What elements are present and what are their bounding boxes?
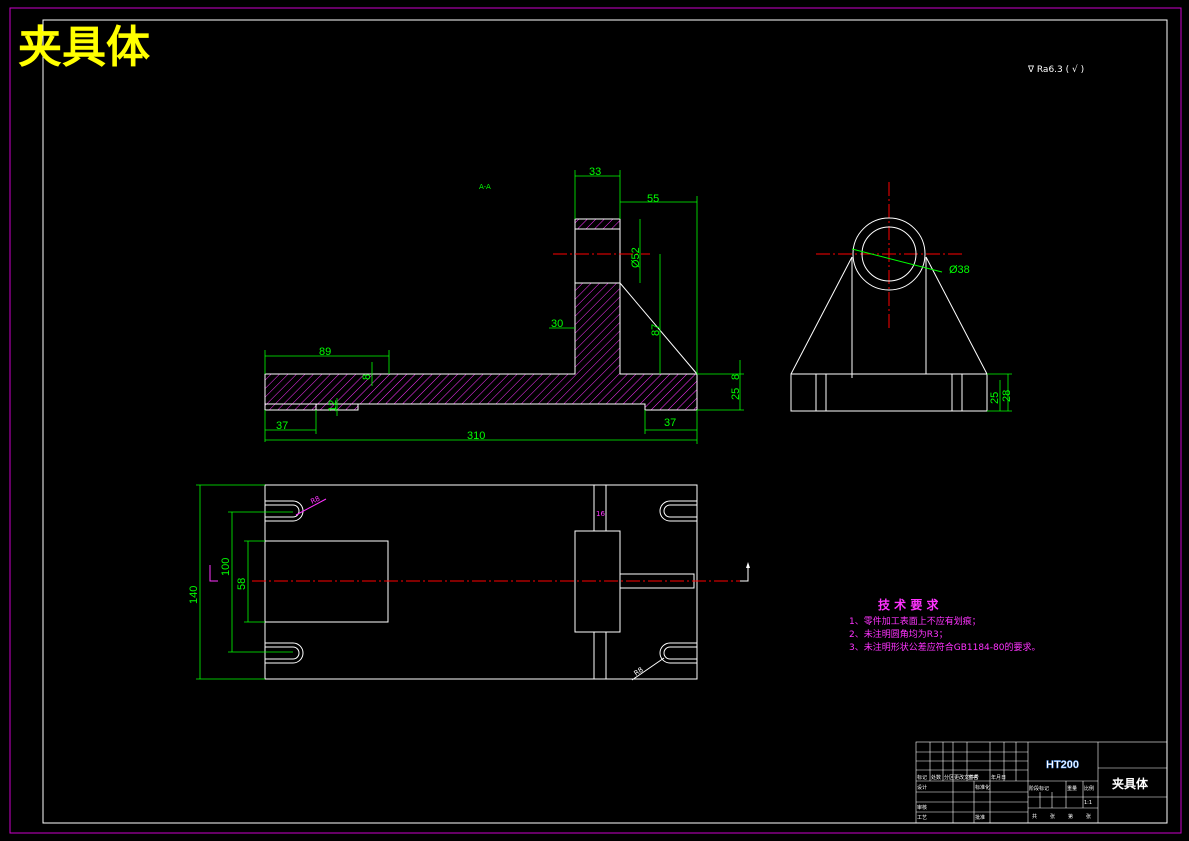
tech-requirements: 技 术 要 求 1、零件加工表面上不应有划痕； 2、未注明圆角均为R3； 3、未… xyxy=(849,597,1040,653)
dim-100: 100 xyxy=(220,558,232,576)
front-view: 33 55 Ø52 30 87 89 8 12 37 310 37 8 25 xyxy=(264,166,744,444)
dim-37-left: 37 xyxy=(276,420,288,432)
dim-37-right: 37 xyxy=(664,417,676,429)
title-block xyxy=(915,741,1168,824)
svg-text:工艺: 工艺 xyxy=(917,815,927,821)
svg-text:张: 张 xyxy=(1050,813,1055,820)
svg-text:签名: 签名 xyxy=(968,774,978,781)
dim-55: 55 xyxy=(647,193,659,205)
svg-text:比例: 比例 xyxy=(1084,785,1094,792)
dim-310: 310 xyxy=(467,430,485,442)
svg-text:标准化: 标准化 xyxy=(975,784,990,791)
svg-text:1:1: 1:1 xyxy=(1084,800,1092,806)
svg-text:第: 第 xyxy=(1068,813,1073,820)
svg-text:阶段标记: 阶段标记 xyxy=(1029,785,1049,792)
svg-text:分区: 分区 xyxy=(944,774,954,781)
title-block-labels: 标记 处数 分区 更改文件号 签名 年月日 设计 标准化 审核 工艺 批准 阶段… xyxy=(917,774,1094,821)
drawing-title: 夹具体 xyxy=(18,22,150,73)
dim-140: 140 xyxy=(188,586,200,604)
svg-text:批准: 批准 xyxy=(975,814,985,821)
svg-text:共: 共 xyxy=(1032,813,1037,820)
svg-text:重量: 重量 xyxy=(1067,785,1077,792)
svg-text:处数: 处数 xyxy=(931,774,941,781)
dim-25-side: 25 xyxy=(989,392,1001,404)
inner-frame xyxy=(42,19,1168,824)
dim-89: 89 xyxy=(319,346,331,358)
tech-req-heading: 技 术 要 求 xyxy=(878,597,940,612)
svg-text:设计: 设计 xyxy=(917,784,927,791)
material-text: HT200 xyxy=(1046,759,1079,771)
dim-8-right: 8 xyxy=(730,374,742,380)
dim-28: 28 xyxy=(1001,390,1013,402)
tech-req-item-3: 3、未注明形状公差应符合GB1184-80的要求。 xyxy=(849,641,1040,653)
roughness-note: ∇ Ra6.3 ( √ ) xyxy=(1027,64,1084,75)
dim-r8-top: R8 xyxy=(309,495,321,506)
dim-30: 30 xyxy=(551,318,563,330)
dim-58: 58 xyxy=(236,578,248,590)
dim-phi38: Ø38 xyxy=(949,264,970,276)
dim-r8-bottom: R8 xyxy=(633,666,645,678)
dim-phi52: Ø52 xyxy=(630,247,642,268)
svg-text:标记: 标记 xyxy=(917,774,927,781)
plan-view: 140 100 58 R8 R8 16 xyxy=(188,484,750,681)
tech-req-item-2: 2、未注明圆角均为R3； xyxy=(849,628,948,640)
dim-8-left: 8 xyxy=(361,374,373,380)
svg-text:审核: 审核 xyxy=(917,804,927,811)
side-view: Ø38 25 28 xyxy=(790,182,1013,412)
svg-text:张: 张 xyxy=(1086,813,1091,820)
dim-16: 16 xyxy=(596,510,605,518)
part-name-text: 夹具体 xyxy=(1112,776,1149,791)
dim-25: 25 xyxy=(730,388,742,400)
outer-frame xyxy=(9,7,1182,834)
svg-text:年月日: 年月日 xyxy=(991,774,1006,781)
svg-text:更改文件号: 更改文件号 xyxy=(954,774,979,781)
section-label: A-A xyxy=(479,183,491,191)
dim-12: 12 xyxy=(327,400,339,412)
dim-87: 87 xyxy=(650,324,662,336)
dim-33: 33 xyxy=(589,166,601,178)
tech-req-item-1: 1、零件加工表面上不应有划痕； xyxy=(849,615,981,627)
